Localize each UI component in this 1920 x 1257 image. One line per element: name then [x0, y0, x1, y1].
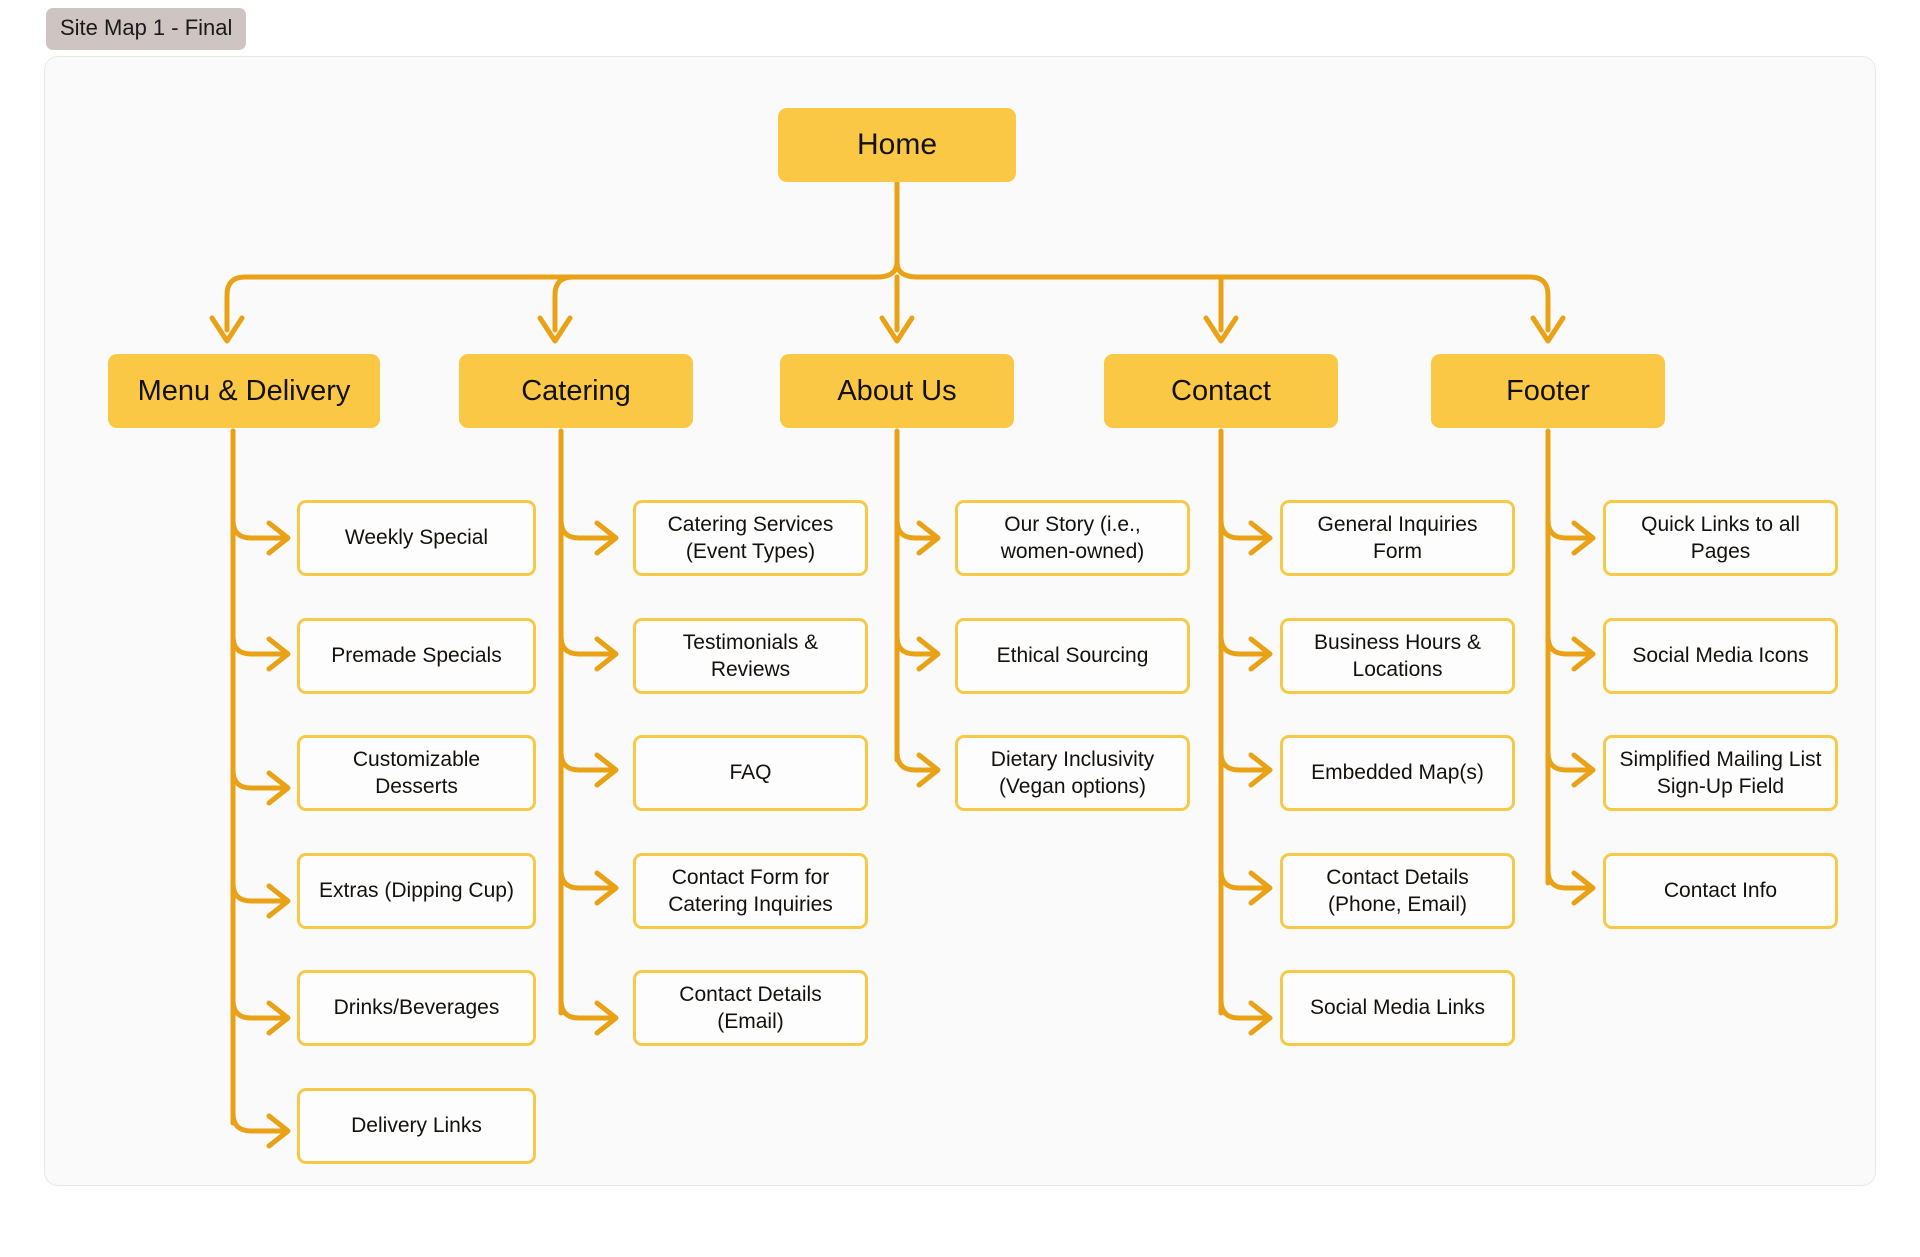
leaf-embedded-maps[interactable]: Embedded Map(s)	[1280, 735, 1515, 811]
node-footer[interactable]: Footer	[1431, 354, 1665, 428]
leaf-general-inquiries-form[interactable]: General Inquiries Form	[1280, 500, 1515, 576]
node-contact-label: Contact	[1171, 374, 1271, 407]
leaf-label: Simplified Mailing List Sign-Up Field	[1619, 747, 1822, 798]
leaf-quick-links[interactable]: Quick Links to all Pages	[1603, 500, 1838, 576]
leaf-label: Contact Form for Catering Inquiries	[668, 865, 833, 916]
leaf-label: Ethical Sourcing	[996, 644, 1149, 668]
leaf-label: Social Media Icons	[1632, 644, 1809, 668]
leaf-mailing-list-signup[interactable]: Simplified Mailing List Sign-Up Field	[1603, 735, 1838, 811]
node-about-us[interactable]: About Us	[780, 354, 1014, 428]
diagram-title-tag: Site Map 1 - Final	[46, 8, 247, 50]
leaf-label: Business Hours & Locations	[1314, 630, 1481, 681]
leaf-catering-contact-details[interactable]: Contact Details (Email)	[633, 970, 868, 1046]
leaf-social-media-icons[interactable]: Social Media Icons	[1603, 618, 1838, 694]
leaf-label: Weekly Special	[344, 526, 489, 550]
leaf-customizable-desserts[interactable]: Customizable Desserts	[297, 735, 536, 811]
leaf-ethical-sourcing[interactable]: Ethical Sourcing	[955, 618, 1190, 694]
leaf-label: Contact Details (Phone, Email)	[1326, 865, 1469, 916]
node-home[interactable]: Home	[778, 108, 1016, 182]
node-footer-label: Footer	[1506, 374, 1590, 407]
leaf-drinks-beverages[interactable]: Drinks/Beverages	[297, 970, 536, 1046]
leaf-label: Delivery Links	[351, 1114, 482, 1138]
leaf-our-story[interactable]: Our Story (i.e., women-owned)	[955, 500, 1190, 576]
leaf-label: Catering Services (Event Types)	[667, 512, 834, 563]
leaf-label: Our Story (i.e., women-owned)	[1000, 512, 1145, 563]
leaf-label: Contact Info	[1663, 879, 1778, 903]
leaf-testimonials-reviews[interactable]: Testimonials & Reviews	[633, 618, 868, 694]
leaf-contact-details-phone-email[interactable]: Contact Details (Phone, Email)	[1280, 853, 1515, 929]
leaf-label: Testimonials & Reviews	[682, 630, 819, 681]
leaf-dietary-inclusivity[interactable]: Dietary Inclusivity (Vegan options)	[955, 735, 1190, 811]
leaf-label: FAQ	[729, 761, 772, 785]
leaf-delivery-links[interactable]: Delivery Links	[297, 1088, 536, 1164]
leaf-catering-contact-form[interactable]: Contact Form for Catering Inquiries	[633, 853, 868, 929]
leaf-label: Dietary Inclusivity (Vegan options)	[990, 747, 1155, 798]
leaf-label: Premade Specials	[331, 644, 502, 668]
leaf-label: Extras (Dipping Cup)	[319, 879, 514, 903]
leaf-business-hours-locations[interactable]: Business Hours & Locations	[1280, 618, 1515, 694]
leaf-faq[interactable]: FAQ	[633, 735, 868, 811]
node-menu-delivery[interactable]: Menu & Delivery	[108, 354, 380, 428]
leaf-weekly-special[interactable]: Weekly Special	[297, 500, 536, 576]
node-contact[interactable]: Contact	[1104, 354, 1338, 428]
leaf-contact-info[interactable]: Contact Info	[1603, 853, 1838, 929]
leaf-label: Customizable Desserts	[352, 747, 481, 798]
leaf-extras-dipping-cup[interactable]: Extras (Dipping Cup)	[297, 853, 536, 929]
leaf-social-media-links[interactable]: Social Media Links	[1280, 970, 1515, 1046]
leaf-label: Quick Links to all Pages	[1641, 512, 1800, 563]
leaf-label: Drinks/Beverages	[333, 996, 500, 1020]
node-menu-delivery-label: Menu & Delivery	[137, 374, 351, 407]
node-home-label: Home	[856, 128, 938, 161]
leaf-label: General Inquiries Form	[1317, 512, 1478, 563]
node-about-us-label: About Us	[837, 374, 957, 407]
leaf-label: Contact Details (Email)	[679, 982, 822, 1033]
leaf-catering-services[interactable]: Catering Services (Event Types)	[633, 500, 868, 576]
leaf-premade-specials[interactable]: Premade Specials	[297, 618, 536, 694]
leaf-label: Social Media Links	[1309, 996, 1486, 1020]
node-catering-label: Catering	[521, 374, 631, 407]
leaf-label: Embedded Map(s)	[1311, 761, 1484, 785]
node-catering[interactable]: Catering	[459, 354, 693, 428]
